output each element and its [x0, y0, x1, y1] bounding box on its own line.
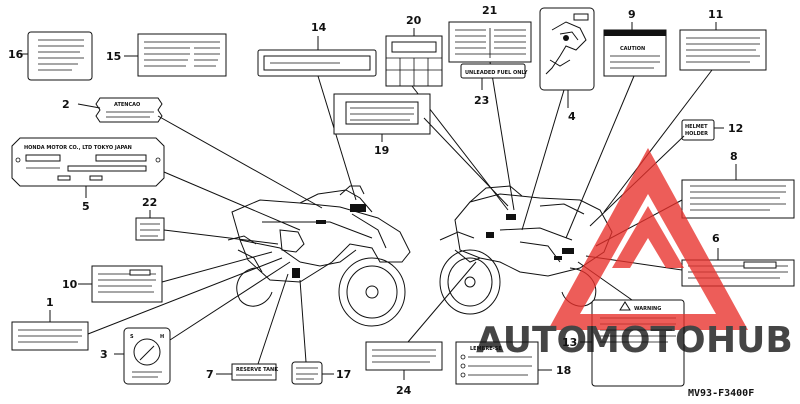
label-17: 17	[336, 368, 351, 381]
decal-2[interactable]: ATENCAO	[77, 97, 163, 123]
decal-16[interactable]	[20, 31, 93, 81]
plate-text: HONDA MOTOR CO., LTD TOKYO JAPAN	[24, 145, 132, 151]
decal-17[interactable]	[291, 361, 334, 385]
label-19: 19	[374, 144, 389, 157]
decal-11[interactable]	[679, 22, 767, 71]
watermark-logo: AUTO MOTO HUB	[476, 148, 793, 361]
label-8: 8	[730, 150, 738, 163]
label-18: 18	[556, 364, 571, 377]
label-20: 20	[406, 14, 422, 27]
decal-14[interactable]	[257, 36, 377, 77]
label-7: 7	[206, 368, 214, 381]
decal-3[interactable]: S H	[114, 327, 171, 385]
decal-7[interactable]: RESERVE TANK	[216, 363, 279, 381]
label-2: 2	[62, 98, 70, 111]
diagram-code: MV93-F3400F	[688, 388, 754, 399]
helmet-line-2: HOLDER	[685, 131, 708, 137]
decal-22[interactable]	[135, 210, 165, 241]
label-22: 22	[142, 196, 157, 209]
label-3: 3	[100, 348, 108, 361]
decal-8[interactable]	[681, 164, 795, 219]
decal-18[interactable]: LEMBRE-SE	[455, 341, 552, 385]
decal-12[interactable]: HELMET HOLDER	[681, 119, 724, 141]
decal-19[interactable]	[333, 93, 431, 142]
motorcycle-left	[227, 185, 411, 327]
watermark-moto: MOTO	[584, 320, 706, 361]
label-9: 9	[628, 8, 636, 21]
decal-21[interactable]	[448, 21, 532, 63]
helmet-line-1: HELMET	[685, 124, 708, 130]
svg-text:H: H	[160, 334, 164, 340]
watermark-hub: HUB	[706, 320, 793, 361]
reserve-text: RESERVE TANK	[236, 367, 279, 373]
label-1: 1	[46, 296, 54, 309]
label-14: 14	[311, 21, 327, 34]
label-12: 12	[728, 122, 743, 135]
warning-text: WARNING	[634, 306, 661, 312]
decal-9[interactable]: CAUTION	[603, 22, 667, 77]
decal-15[interactable]	[124, 33, 227, 77]
watermark-auto: AUTO	[476, 320, 587, 361]
windscreen-decal-mark	[350, 204, 366, 212]
label-16: 16	[8, 48, 24, 61]
atencao-text: ATENCAO	[114, 102, 140, 108]
caution-text: CAUTION	[620, 46, 645, 52]
label-13: 13	[562, 336, 577, 349]
decal-10[interactable]	[78, 265, 163, 303]
lembrese-text: LEMBRE-SE	[470, 346, 502, 352]
label-21: 21	[482, 4, 497, 17]
label-6: 6	[712, 232, 720, 245]
unleaded-text: UNLEADED FUEL ONLY	[465, 70, 528, 76]
label-11: 11	[708, 8, 723, 21]
label-15: 15	[106, 50, 121, 63]
decal-4[interactable]	[539, 7, 595, 108]
decal-20[interactable]	[385, 28, 443, 87]
label-4: 4	[568, 110, 576, 123]
decal-24[interactable]	[365, 341, 443, 380]
label-5: 5	[82, 200, 90, 213]
svg-text:S: S	[130, 334, 134, 340]
label-24: 24	[396, 384, 412, 397]
decal-5[interactable]: HONDA MOTOR CO., LTD TOKYO JAPAN	[11, 137, 165, 198]
label-23: 23	[474, 94, 489, 107]
decal-1[interactable]	[11, 310, 89, 351]
decal-23[interactable]: UNLEADED FUEL ONLY	[460, 63, 528, 90]
label-10: 10	[62, 278, 78, 291]
